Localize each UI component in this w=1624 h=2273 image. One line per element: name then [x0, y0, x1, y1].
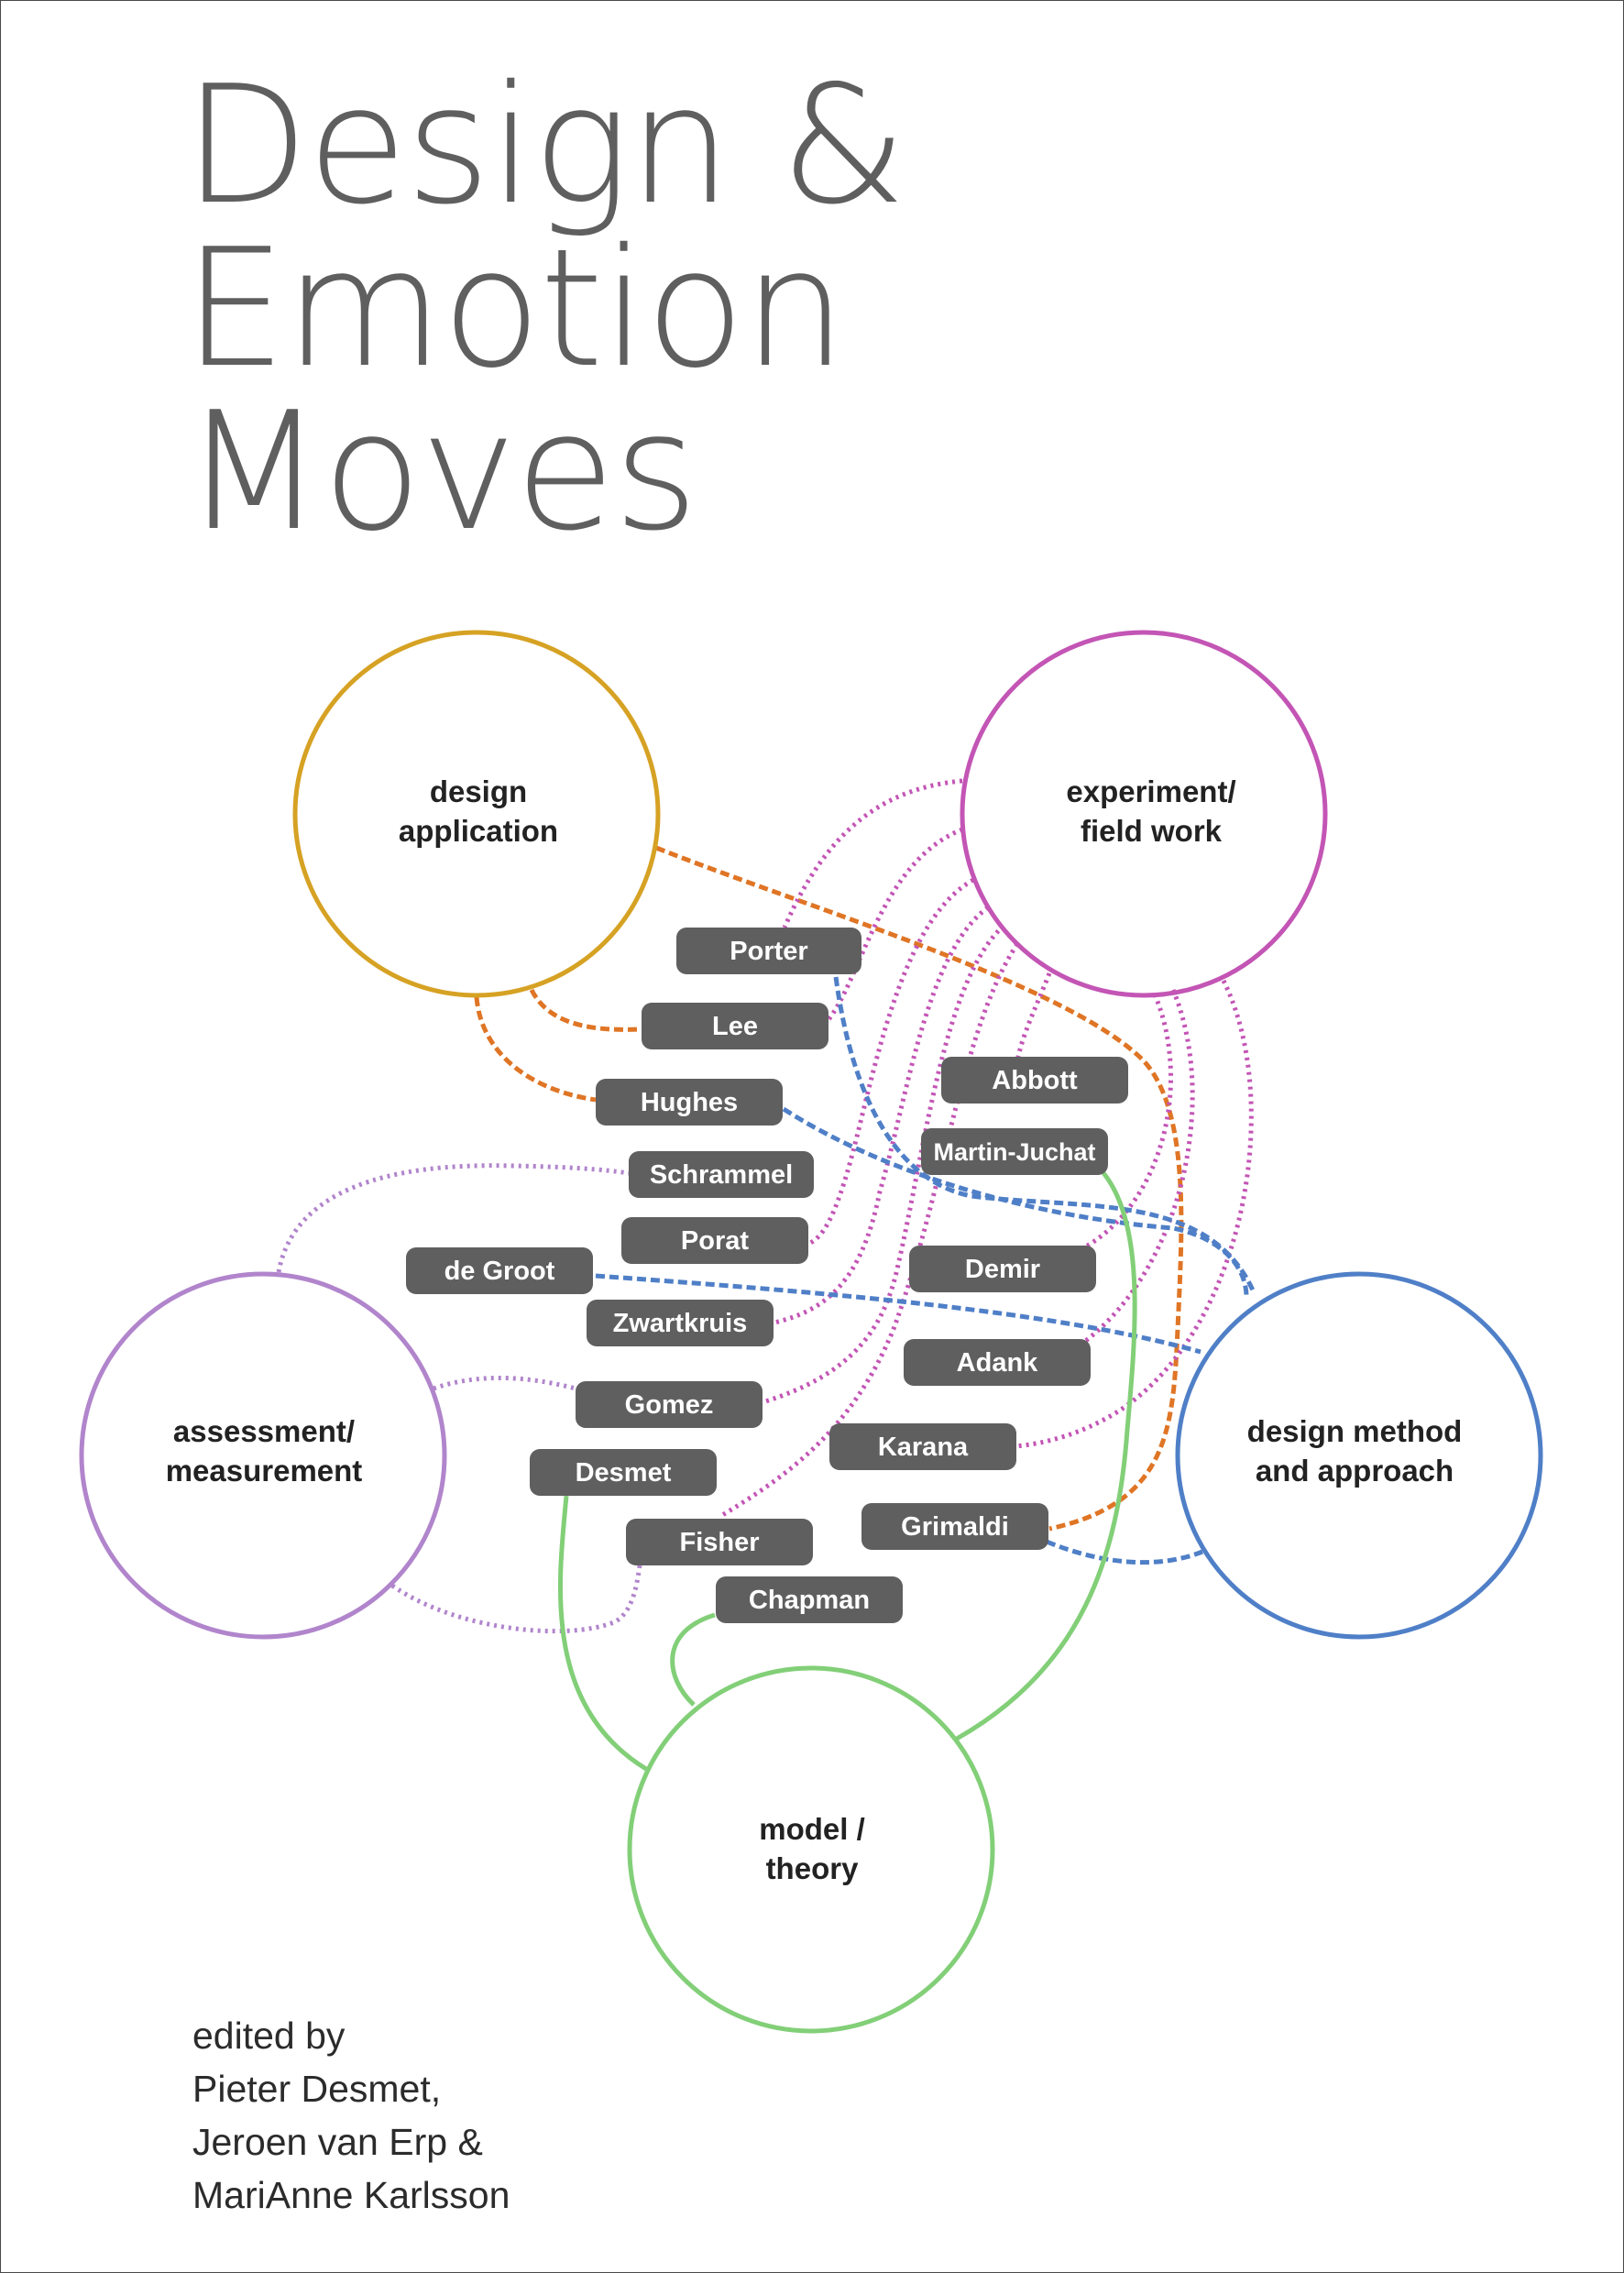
label-model-theory-line2: theory [766, 1851, 860, 1885]
pill-label-karana: Karana [878, 1433, 969, 1462]
pill-porter: Porter [676, 928, 861, 974]
link-design-application-grimaldi [655, 845, 1184, 1532]
pill-label-gomez: Gomez [625, 1390, 714, 1420]
editors-line-3: Jeroen van Erp & [192, 2121, 483, 2163]
pill-label-abbott: Abbott [992, 1066, 1078, 1095]
label-design-application-line2: application [399, 814, 558, 848]
pill-label-adank: Adank [957, 1348, 1039, 1378]
label-design-method-line1: design method [1247, 1414, 1463, 1448]
link-model-theory-martin-juchat [955, 1167, 1137, 1741]
link-assessment-gomez [433, 1376, 576, 1391]
title-line-1: Design & [183, 50, 907, 240]
circle-model-theory [627, 1665, 995, 2034]
link-experiment-demir [1084, 994, 1173, 1249]
book-title: Design & Emotion Moves [183, 50, 907, 566]
label-assessment-line2: measurement [166, 1454, 363, 1488]
category-design-application: design application [292, 630, 661, 998]
link-design-method-porter [833, 976, 1256, 1294]
link-experiment-zwartkruis [774, 905, 990, 1325]
editors-line-1: edited by [192, 2015, 346, 2057]
pill-porat: Porat [621, 1217, 808, 1264]
connectors [276, 778, 1256, 1772]
pill-abbott: Abbott [941, 1057, 1128, 1104]
label-design-application-line1: design [430, 774, 527, 808]
pill-label-porat: Porat [681, 1226, 749, 1256]
pill-adank: Adank [904, 1339, 1091, 1386]
link-experiment-gomez [762, 924, 1005, 1405]
label-experiment-line2: field work [1081, 814, 1223, 848]
circle-assessment-measurement [79, 1271, 447, 1640]
link-design-method-grimaldi [1046, 1539, 1203, 1565]
label-assessment-line1: assessment/ [173, 1414, 355, 1448]
link-experiment-porter [782, 778, 963, 928]
title-line-3: Moves [183, 377, 698, 566]
link-design-application-lee [529, 988, 642, 1032]
pill-label-lee: Lee [712, 1012, 758, 1041]
link-model-theory-desmet [557, 1495, 648, 1772]
editors-line-2: Pieter Desmet, [192, 2068, 442, 2110]
category-assessment-measurement: assessment/ measurement [79, 1271, 447, 1640]
experiment-links [718, 778, 1254, 1520]
pill-schrammel: Schrammel [629, 1151, 814, 1198]
link-experiment-karana [1015, 979, 1254, 1449]
category-design-method-approach: design method and approach [1175, 1271, 1543, 1640]
pill-gomez: Gomez [576, 1381, 763, 1428]
pill-chapman: Chapman [716, 1576, 903, 1623]
link-assessment-schrammel [276, 1163, 630, 1273]
pill-hughes: Hughes [596, 1079, 783, 1126]
pill-label-hughes: Hughes [641, 1088, 738, 1117]
pill-label-fisher: Fisher [679, 1528, 759, 1557]
pill-zwartkruis: Zwartkruis [587, 1300, 774, 1346]
pill-label-schrammel: Schrammel [650, 1160, 793, 1190]
link-design-method-hughes [782, 1106, 1249, 1298]
title-line-2: Emotion [183, 214, 847, 403]
pill-label-chapman: Chapman [749, 1586, 870, 1615]
link-experiment-lee [825, 827, 963, 1024]
label-experiment-line1: experiment/ [1066, 774, 1235, 808]
category-model-theory: model / theory [627, 1665, 995, 2034]
pill-fisher: Fisher [626, 1519, 813, 1565]
pill-label-desmet: Desmet [576, 1458, 672, 1488]
pill-desmet: Desmet [530, 1449, 717, 1496]
label-design-method-line2: and approach [1256, 1454, 1454, 1488]
link-model-theory-chapman [670, 1612, 716, 1707]
link-assessment-fisher [390, 1565, 642, 1634]
pill-karana: Karana [829, 1423, 1016, 1470]
circle-design-method-approach [1175, 1271, 1543, 1640]
author-pills: Porter Lee Hughes Schrammel Porat de Gro… [406, 928, 1128, 1623]
design-application-links [474, 845, 1184, 1532]
editors-credit: edited by Pieter Desmet, Jeroen van Erp … [192, 2009, 510, 2222]
pill-label-zwartkruis: Zwartkruis [613, 1309, 748, 1338]
pill-label-martin-juchat: Martin-Juchat [933, 1138, 1095, 1166]
model-theory-links [557, 1167, 1137, 1772]
editors-line-4: MariAnne Karlsson [192, 2174, 510, 2216]
pill-de-groot: de Groot [406, 1247, 593, 1294]
assessment-links [276, 1163, 642, 1634]
category-experiment-field-work: experiment/ field work [960, 630, 1328, 998]
pill-lee: Lee [642, 1003, 828, 1049]
pill-martin-juchat: Martin-Juchat [921, 1128, 1108, 1175]
circle-experiment-field-work [960, 630, 1328, 998]
pill-label-grimaldi: Grimaldi [901, 1512, 1009, 1542]
label-model-theory-line1: model / [759, 1812, 865, 1846]
circle-design-application [292, 630, 661, 998]
pill-label-de-groot: de Groot [444, 1257, 555, 1286]
pill-label-demir: Demir [965, 1255, 1040, 1284]
link-design-application-hughes [474, 996, 597, 1103]
pill-demir: Demir [909, 1246, 1096, 1292]
pill-grimaldi: Grimaldi [861, 1503, 1048, 1550]
pill-label-porter: Porter [730, 937, 807, 966]
